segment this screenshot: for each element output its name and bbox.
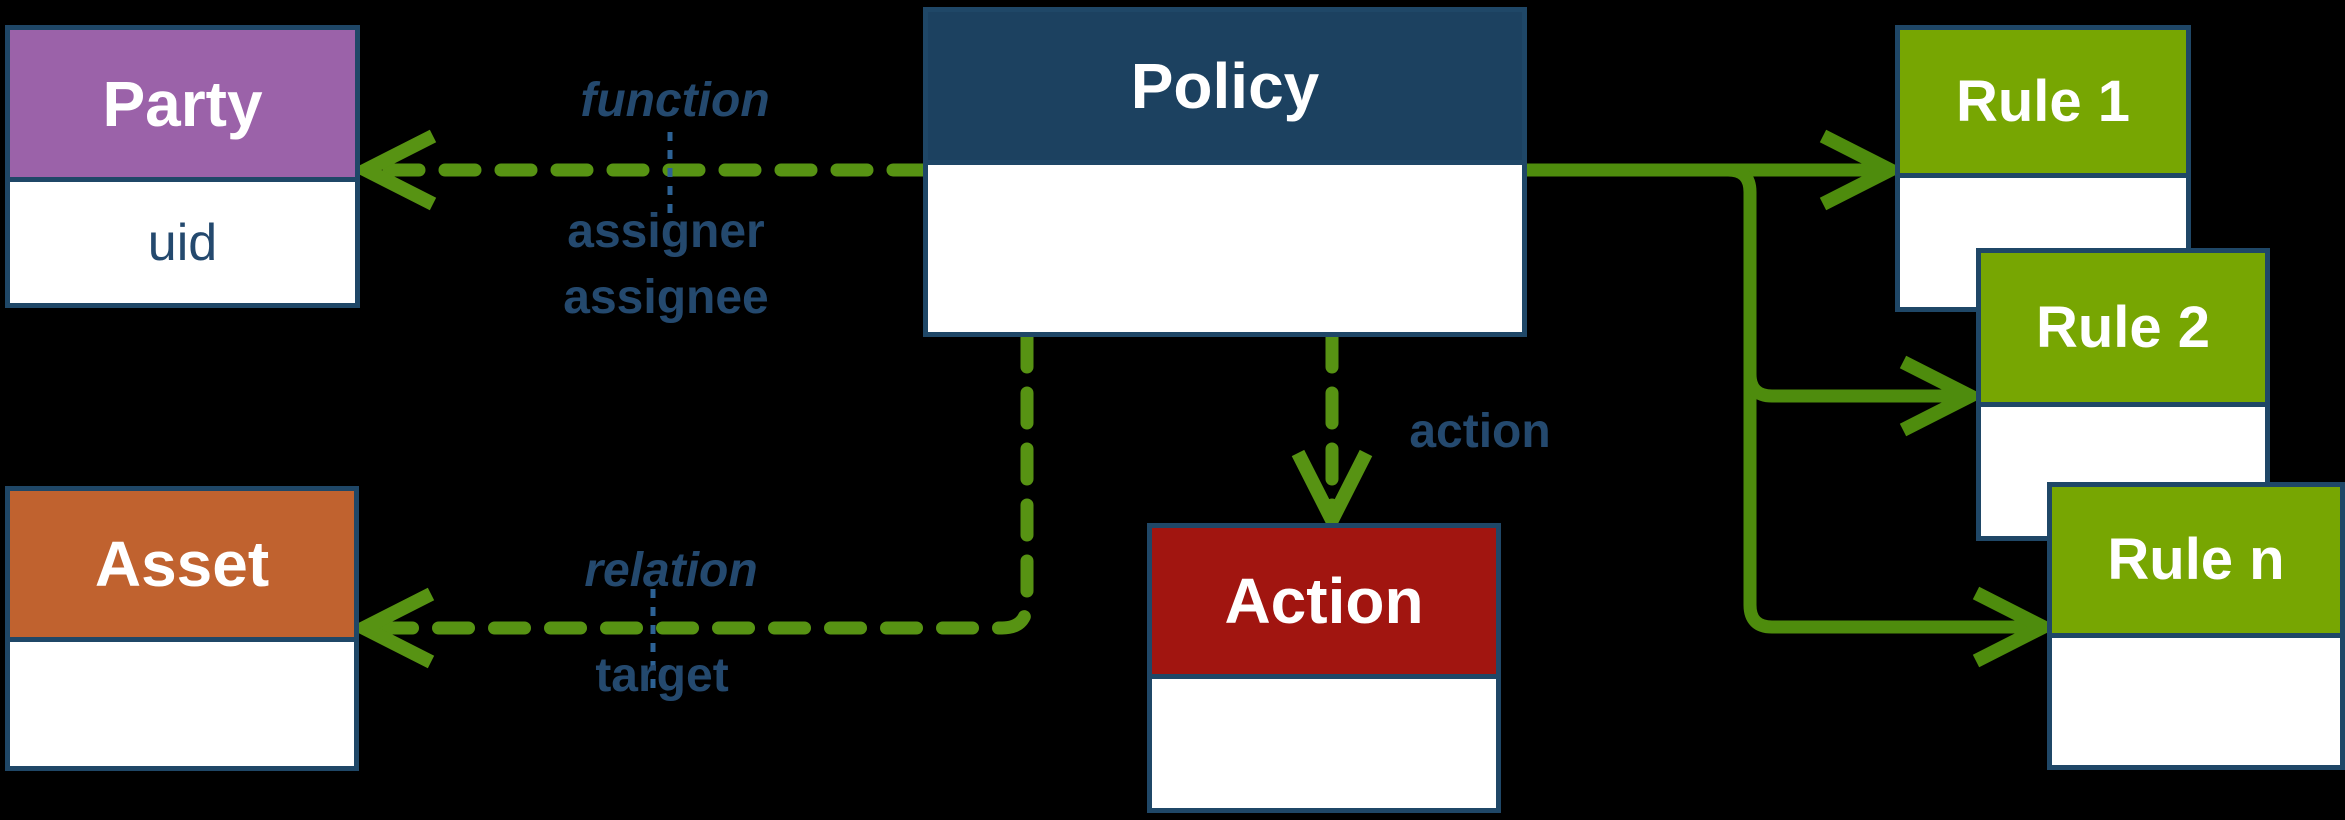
rulen-header: Rule n — [2052, 487, 2340, 638]
action-title: Action — [1224, 565, 1424, 637]
rule2-title: Rule 2 — [2035, 294, 2211, 360]
rule2-header: Rule 2 — [1981, 253, 2265, 407]
edge-rule2-arrowhead-icon — [1899, 355, 1986, 437]
policy-header: Policy — [928, 12, 1522, 165]
target-edge-label: target — [595, 649, 729, 702]
asset-title: Asset — [94, 528, 270, 600]
edge-rule2-line — [1743, 373, 1964, 403]
edge-action-arrowhead-icon — [1291, 449, 1373, 536]
assigner-edge-label: assigner — [567, 205, 765, 258]
edge-rule1-arrowhead-icon — [1819, 129, 1906, 211]
policy-box: Policy — [923, 7, 1527, 337]
rulen-box: Rule n — [2047, 482, 2345, 770]
edge-relation-arrowhead-icon — [348, 587, 435, 669]
rule1-header: Rule 1 — [1900, 30, 2186, 178]
action-header: Action — [1152, 528, 1496, 679]
function-edge-label: function — [580, 74, 770, 127]
party-title: Party — [102, 67, 263, 140]
relation-edge-label: relation — [584, 544, 758, 597]
asset-body — [10, 642, 354, 766]
asset-header: Asset — [10, 491, 354, 642]
party-box: Party uid — [5, 25, 360, 308]
asset-box: Asset — [5, 486, 359, 771]
policy-title: Policy — [1130, 50, 1320, 122]
action-body — [1152, 679, 1496, 808]
rulen-body — [2052, 638, 2340, 765]
edge-rules-branch-line — [1727, 163, 2037, 634]
rule1-title: Rule 1 — [1955, 68, 2131, 134]
rulen-title: Rule n — [2107, 527, 2285, 592]
edge-relation-line — [365, 330, 1034, 635]
party-attribute-uid: uid — [147, 213, 218, 272]
action-edge-label: action — [1409, 405, 1551, 458]
edge-function-arrowhead-icon — [350, 129, 437, 211]
party-header: Party — [10, 30, 355, 182]
edge-rulen-arrowhead-icon — [1972, 586, 2059, 668]
party-body: uid — [10, 182, 355, 303]
rule2-box: Rule 2 — [1976, 248, 2270, 541]
policy-body — [928, 165, 1522, 332]
action-box: Action — [1147, 523, 1501, 813]
assignee-edge-label: assignee — [563, 271, 769, 324]
